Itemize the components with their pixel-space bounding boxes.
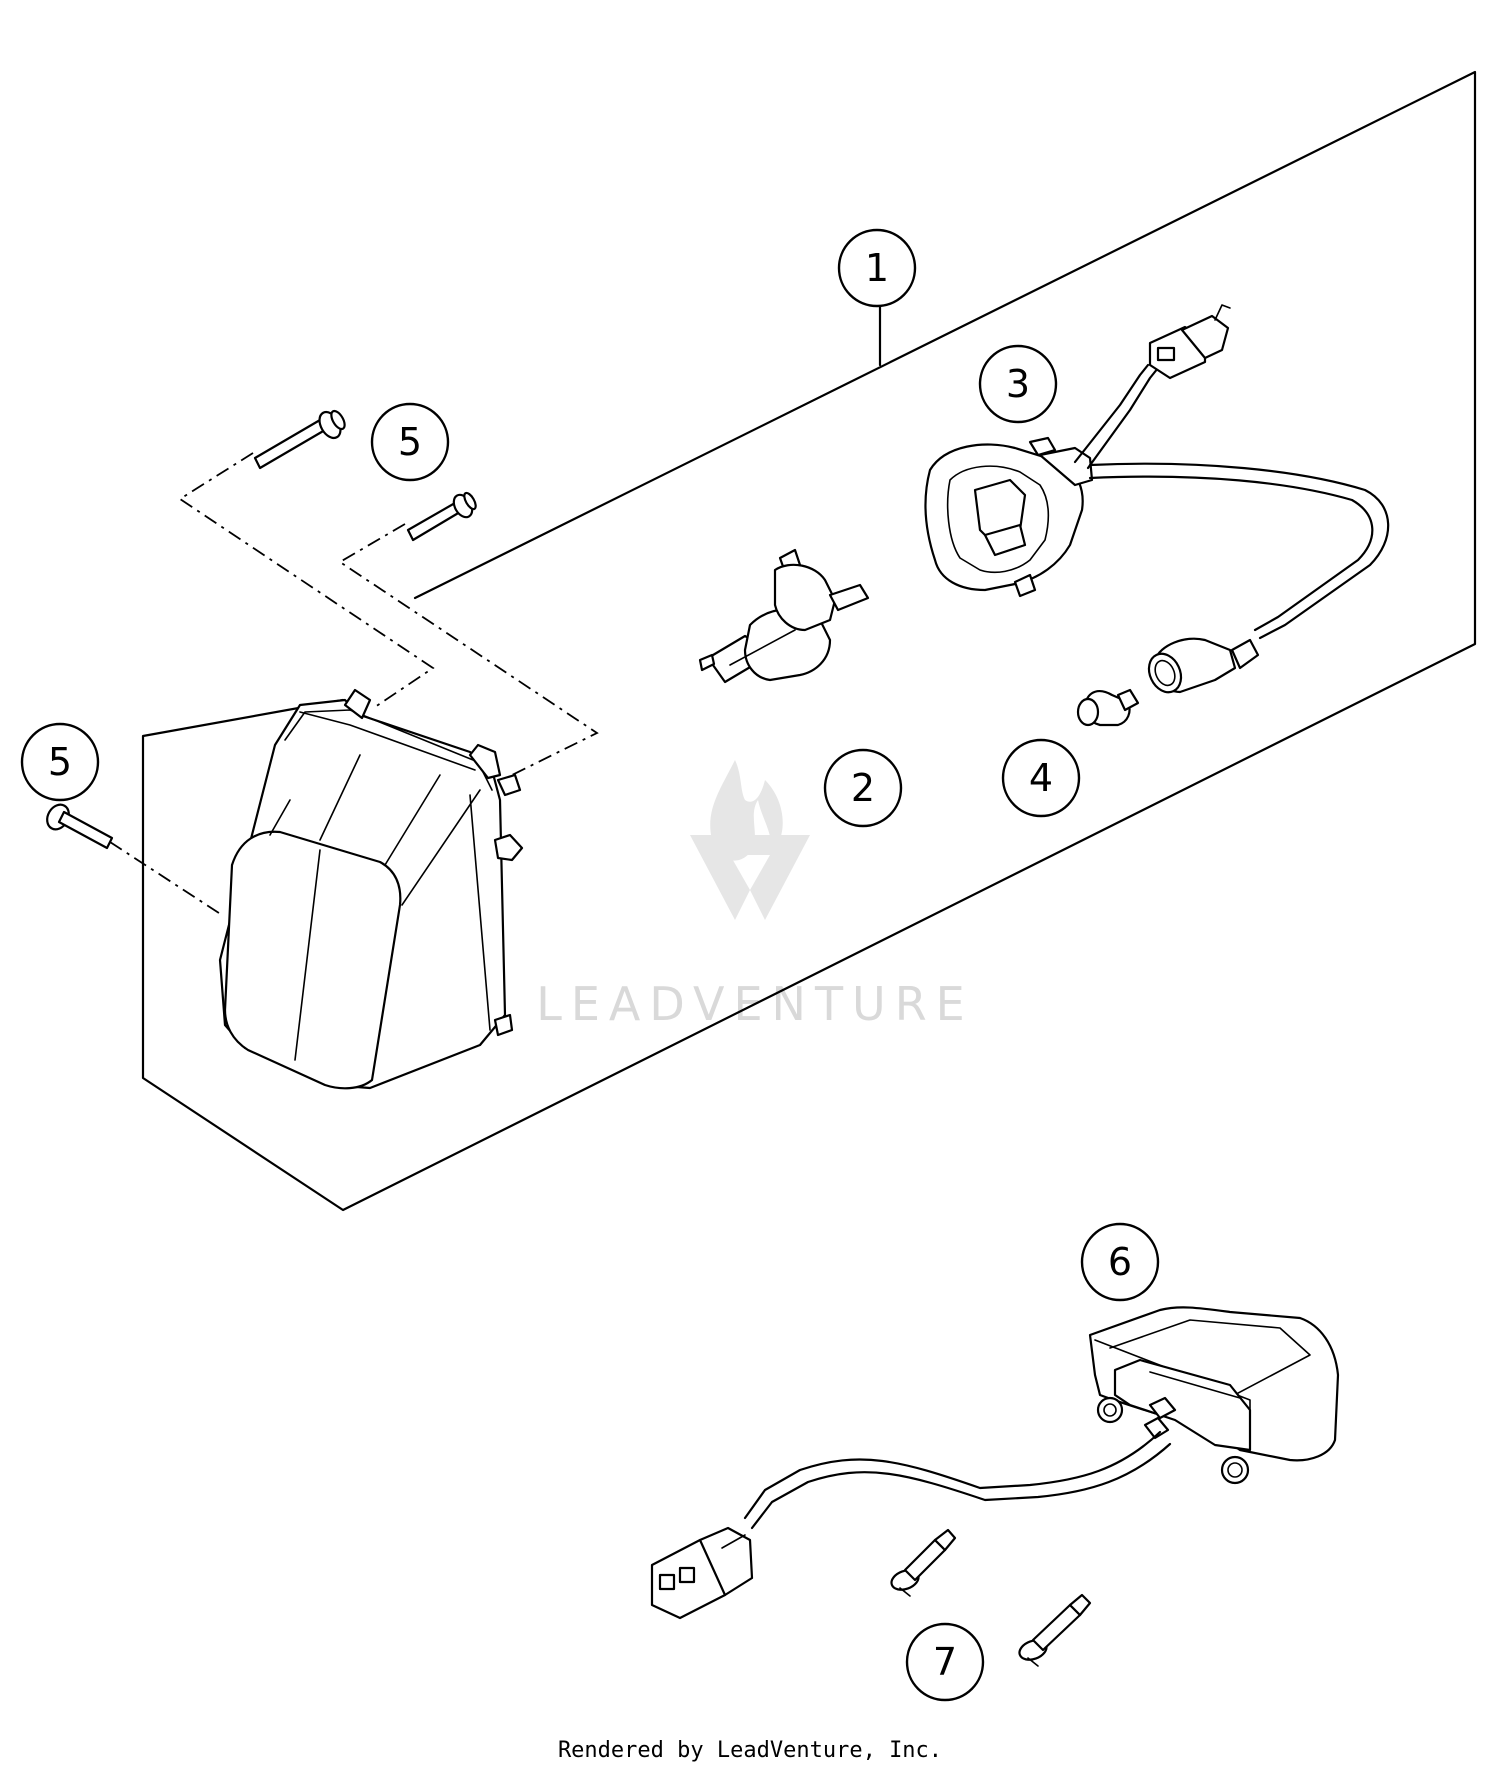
tail-light-wire-2 [750, 1442, 1172, 1530]
callout-5-upper: 5 [370, 402, 450, 482]
bolt-upper [253, 409, 346, 470]
tail-light-wire [743, 1430, 1162, 1520]
socket-wire-upper [1073, 363, 1150, 464]
bolt-path-left [109, 841, 223, 916]
callout-2: 2 [823, 748, 903, 828]
callout-6-label: 6 [1108, 1240, 1132, 1284]
watermark-text: LEADVENTURE [536, 977, 974, 1031]
socket-wire-long [1088, 462, 1390, 640]
socket-wire-upper-2 [1086, 366, 1160, 470]
leadventure-watermark: LEADVENTURE [536, 760, 974, 1031]
callout-7-label: 7 [933, 1640, 957, 1684]
callout-6: 6 [1080, 1222, 1160, 1302]
callout-3-label: 3 [1006, 362, 1030, 406]
callout-4-label: 4 [1029, 756, 1053, 800]
socket-connector [1148, 304, 1231, 380]
callout-5-left-label: 5 [48, 740, 72, 784]
callout-5-left: 5 [20, 722, 100, 802]
callout-1-label: 1 [865, 246, 889, 290]
parking-light-bulb [1076, 637, 1260, 727]
bolt-path-middle [338, 523, 599, 777]
bolt-left [46, 803, 114, 850]
headlight-assembly [218, 688, 524, 1090]
headlight-group-frame [141, 70, 1477, 1212]
callout-3: 3 [978, 344, 1058, 424]
screw-upper [890, 1528, 957, 1597]
callout-2-label: 2 [851, 766, 875, 810]
callout-5-upper-label: 5 [398, 420, 422, 464]
callout-1: 1 [837, 228, 917, 308]
socket-wire-long-2 [1088, 475, 1374, 632]
callout-7: 7 [905, 1622, 985, 1702]
screw-lower [1018, 1593, 1092, 1667]
tail-light-assembly [1088, 1306, 1340, 1485]
callout-4: 4 [1001, 738, 1081, 818]
tail-light-connector [650, 1526, 754, 1620]
bolt-path-upper [178, 452, 435, 708]
rendered-by-footer: Rendered by LeadVenture, Inc. [557, 1738, 943, 1763]
headlight-bulb [698, 548, 870, 684]
bolt-middle [406, 491, 477, 542]
bulb-socket [924, 436, 1094, 598]
